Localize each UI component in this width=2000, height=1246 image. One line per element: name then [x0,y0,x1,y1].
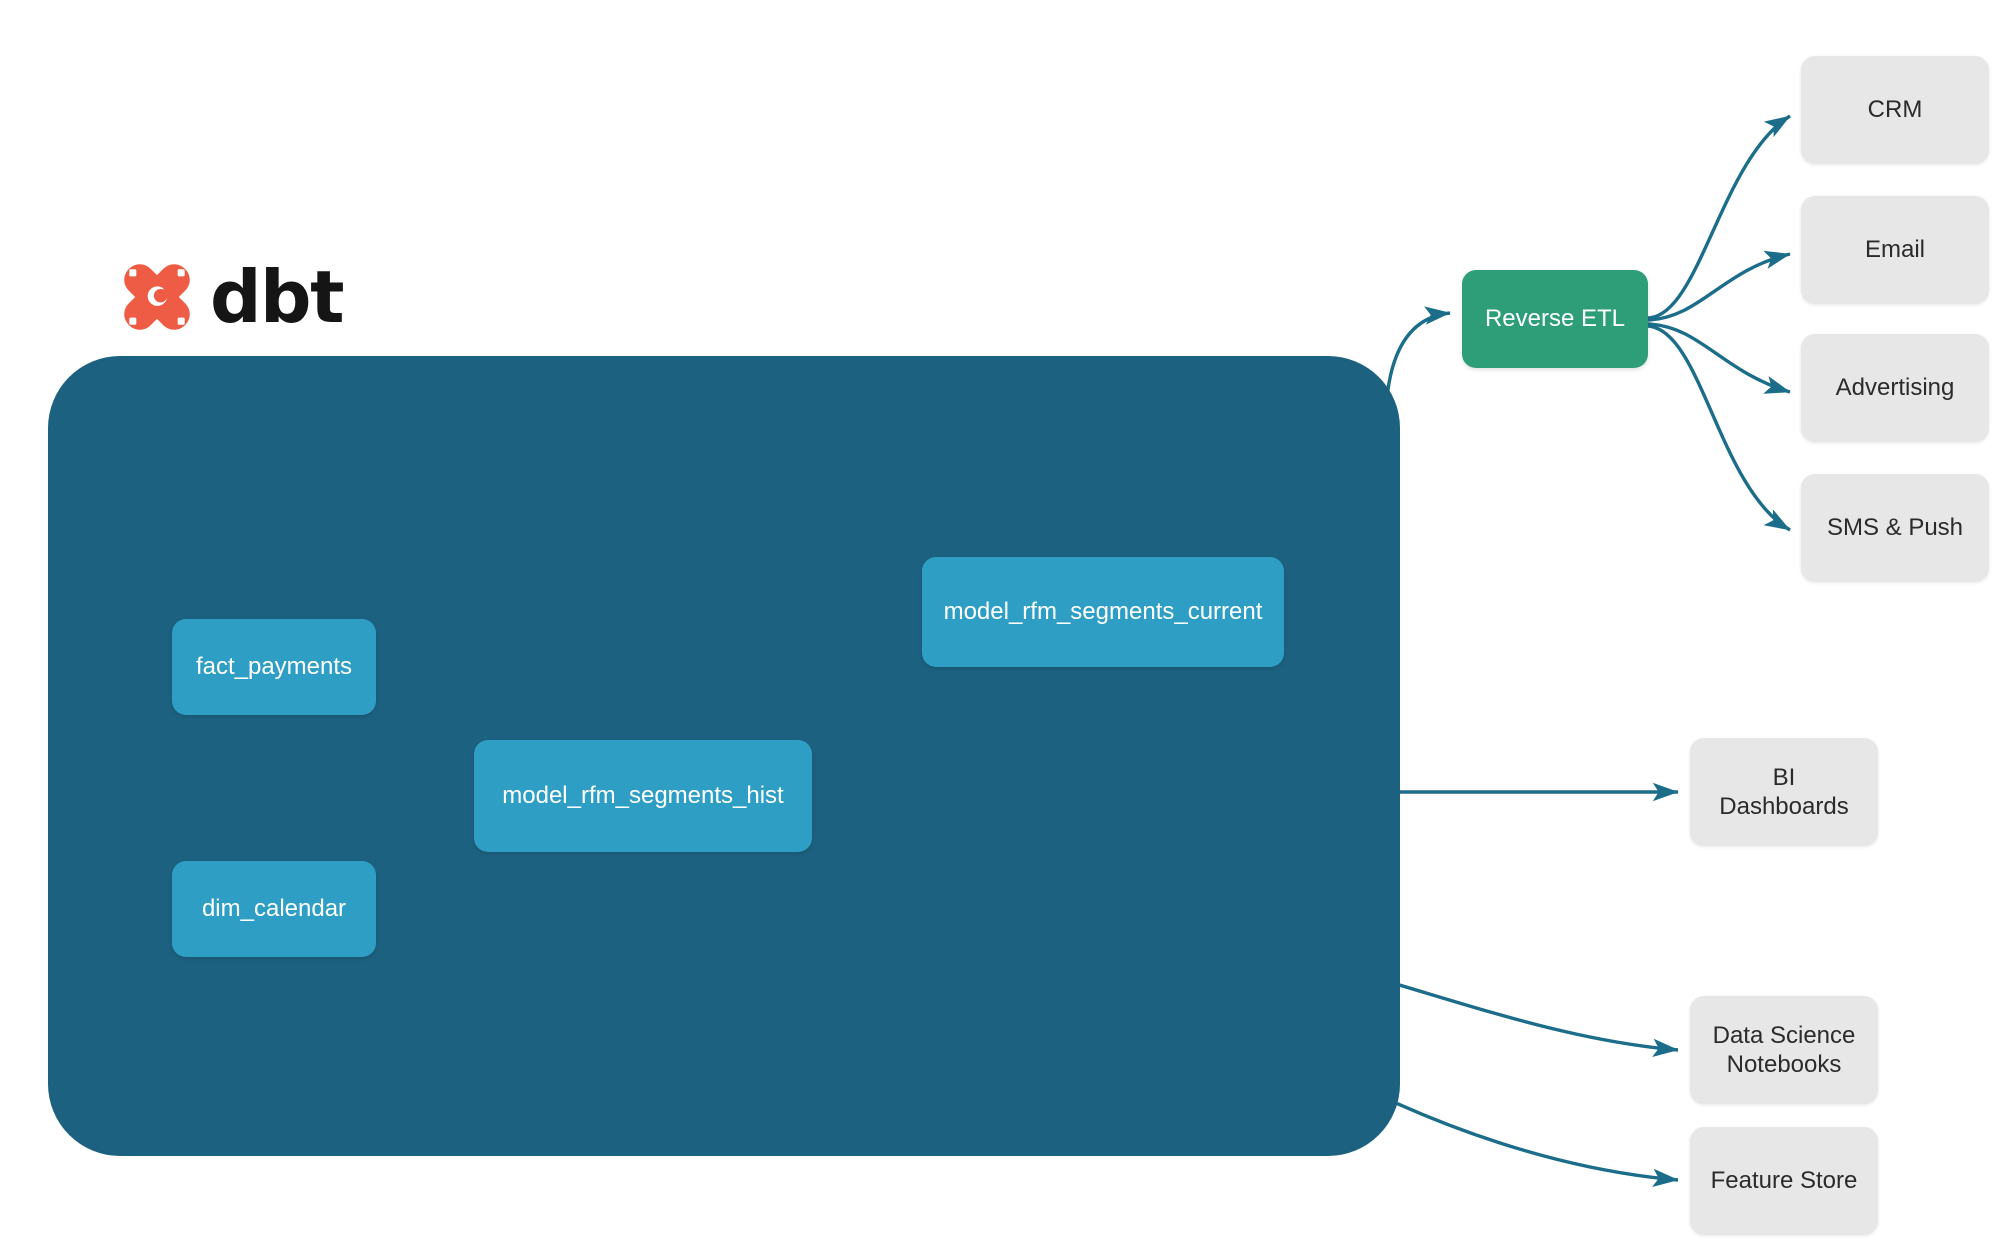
destination-node-bi-dashboards[interactable]: BI Dashboards [1690,738,1878,846]
destination-node-feature-store[interactable]: Feature Store [1690,1127,1878,1235]
model-node-dim-calendar[interactable]: dim_calendar [172,861,376,957]
destination-label: CRM [1867,96,1923,124]
destination-label: Feature Store [1710,1167,1858,1195]
destination-node-crm[interactable]: CRM [1801,56,1989,164]
destination-label-line2: Notebooks [1726,1051,1842,1078]
edge-etl-to-sms-push [1647,324,1791,532]
model-node-label: model_rfm_segments_hist [502,782,784,809]
destination-label: BI Dashboards [1719,763,1849,820]
destination-label: Email [1864,236,1925,264]
destination-node-data-science-notebooks[interactable]: Data Science Notebooks [1690,996,1878,1104]
destination-node-sms-push[interactable]: SMS & Push [1801,474,1989,582]
destination-label: SMS & Push [1826,514,1964,542]
model-node-label: fact_payments [195,653,353,680]
edge-etl-to-advertising [1647,322,1791,394]
edge-etl-to-crm [1647,114,1791,320]
destination-label-multiline: Data Science Notebooks [1713,1021,1856,1080]
model-node-fact-payments[interactable]: fact_payments [172,619,376,715]
model-node-label: model_rfm_segments_current [943,598,1263,625]
destination-label-line1: Data Science [1712,1021,1856,1049]
edge-hist-to-ds-notebooks [1371,975,1679,1058]
reverse-etl-node[interactable]: Reverse ETL [1462,270,1648,368]
dbt-wordmark: dbt [210,255,345,339]
destination-node-email[interactable]: Email [1801,196,1989,304]
model-node-rfm-segments-current[interactable]: model_rfm_segments_current [922,557,1284,667]
model-node-label: dim_calendar [201,895,347,922]
reverse-etl-label: Reverse ETL [1484,305,1626,332]
destination-node-advertising[interactable]: Advertising [1801,334,1989,442]
model-node-rfm-segments-hist[interactable]: model_rfm_segments_hist [474,740,812,852]
dbt-brand-lockup: dbt [118,255,345,339]
dbt-logo-icon [124,264,190,330]
edge-etl-to-email [1647,250,1791,322]
destination-label: Advertising [1835,374,1955,402]
